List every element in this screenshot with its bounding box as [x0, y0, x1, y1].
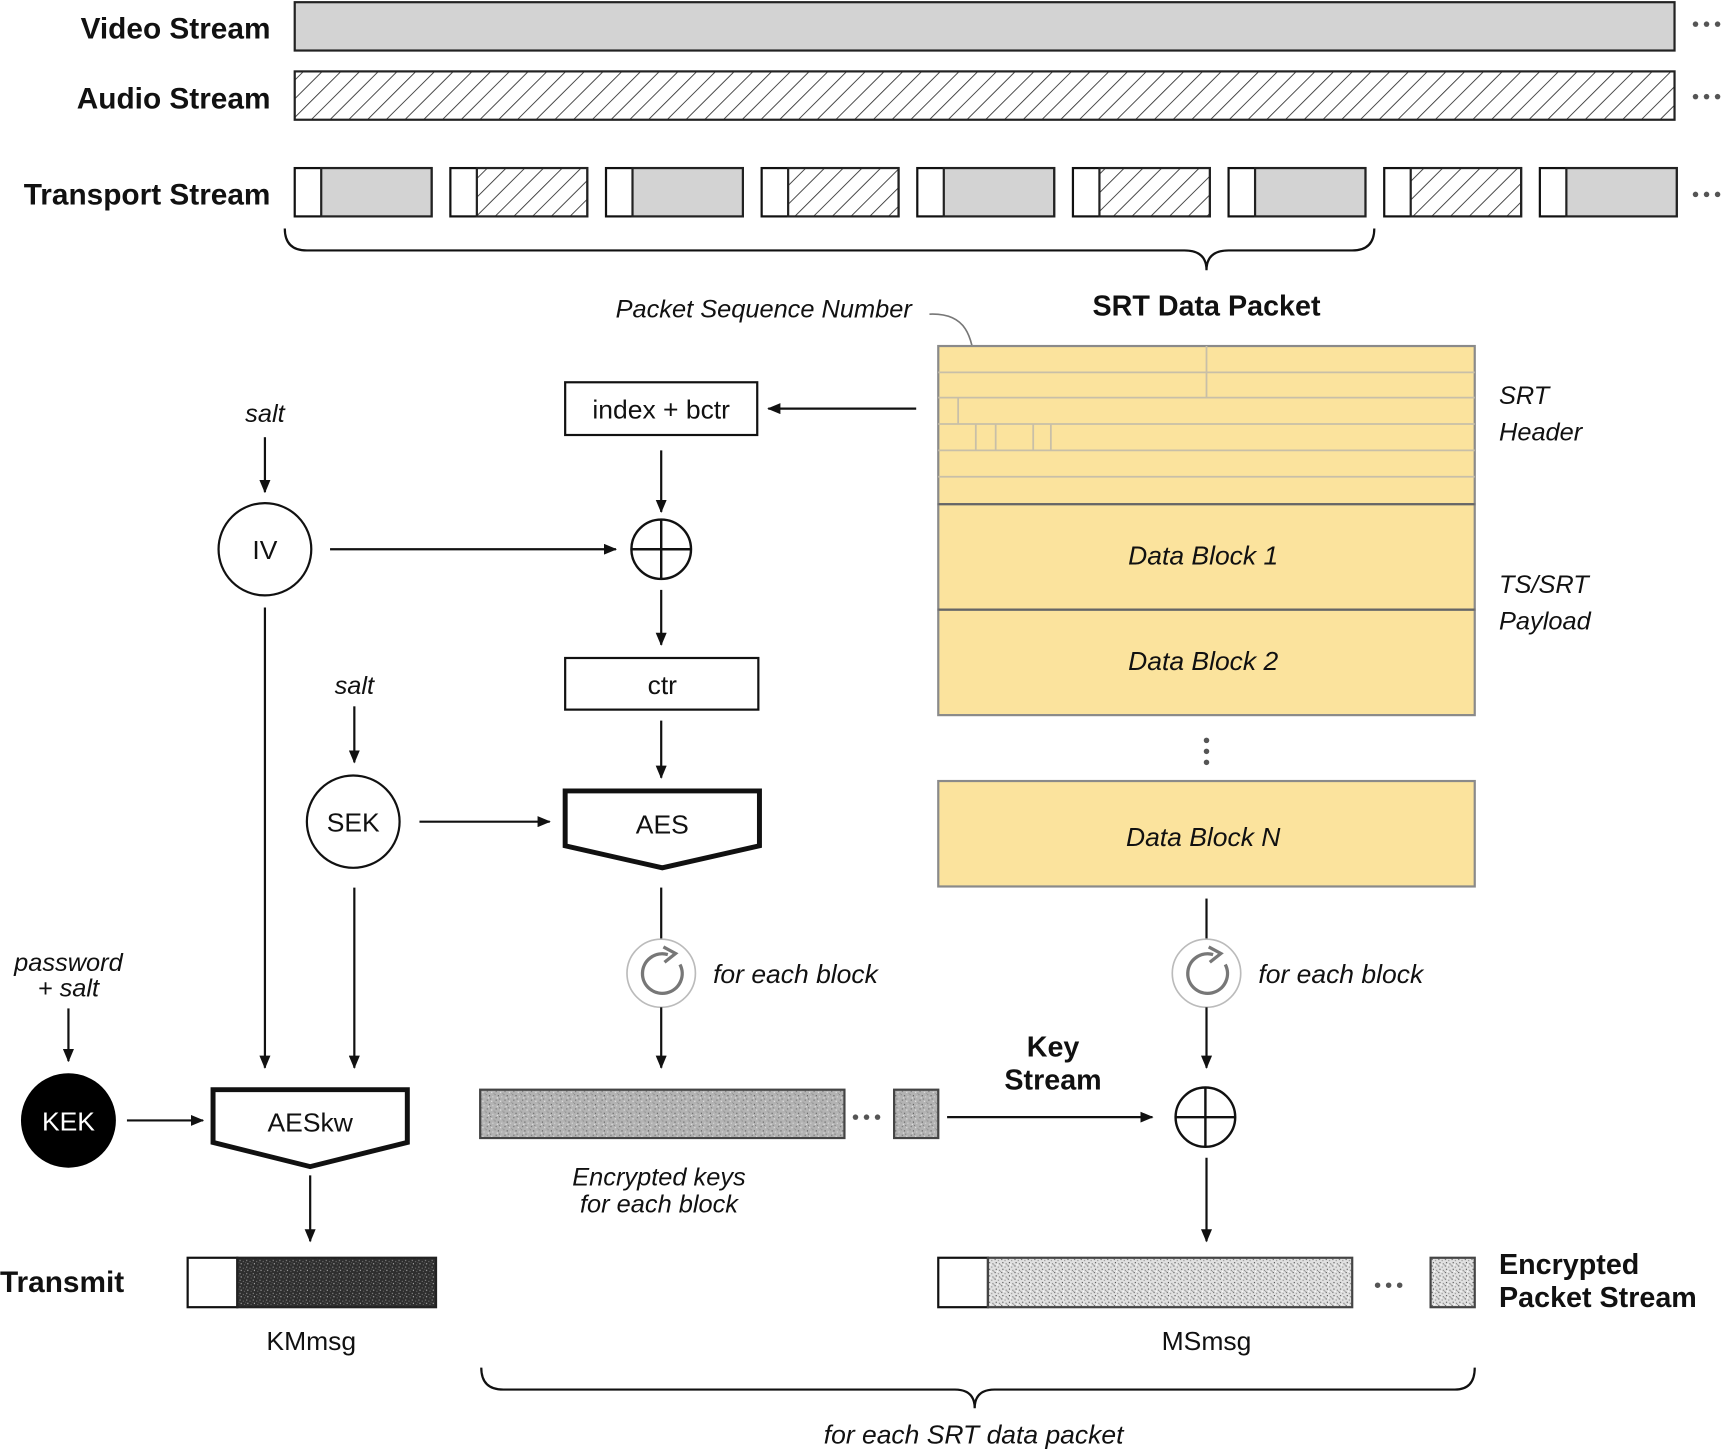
kek-node [20, 1073, 116, 1168]
iv-salt-label: salt [245, 400, 285, 428]
ellipsis-icon [1692, 191, 1721, 198]
key-stream-label: Key [1027, 1032, 1080, 1064]
kmmsg-label: KMmsg [266, 1326, 356, 1356]
aes-label: AES [636, 810, 689, 840]
srt-packet-brace [480, 1367, 1476, 1409]
audio-stream-bar [293, 70, 1676, 121]
index-bctr-box [564, 381, 759, 437]
key-stream-bar [479, 1088, 846, 1140]
payload-label: TS/SRT [1499, 571, 1590, 599]
ts-packet-video [293, 166, 433, 218]
index-bctr-label: index + bctr [592, 395, 730, 425]
msmsg-payload [986, 1256, 1354, 1309]
transport-stream-label: Transport Stream [24, 178, 271, 211]
for-each-block-label: for each block [713, 959, 880, 989]
ts-packet-video [916, 166, 1056, 218]
iv-label: IV [252, 535, 277, 565]
ts-packet-audio [449, 166, 589, 218]
ellipsis-icon [852, 1114, 881, 1120]
ts-packet-video [604, 166, 744, 218]
password-salt-label: password [13, 949, 124, 977]
transport-brace [283, 228, 1376, 271]
srt-header-label-2: Header [1499, 419, 1584, 447]
srt-data-packet-title: SRT Data Packet [1092, 290, 1321, 322]
encrypted-keys-label-2: for each block [580, 1191, 739, 1219]
ts-packet-audio [1383, 166, 1523, 218]
key-stream-last-block [893, 1088, 940, 1140]
xor-plus-icon [1174, 1086, 1237, 1149]
vertical-ellipsis-icon [1203, 737, 1210, 766]
ellipsis-icon [1692, 21, 1721, 27]
iv-node [217, 502, 313, 597]
ts-packet-audio [760, 166, 900, 218]
ellipsis-icon [1692, 93, 1721, 100]
transmit-label: Transmit [0, 1266, 124, 1299]
xor-plus-icon [630, 518, 693, 581]
refresh-icon [626, 938, 697, 1009]
data-block-2-label: Data Block 2 [1128, 646, 1278, 676]
srt-header-fields [938, 346, 1475, 478]
kek-label: KEK [42, 1106, 95, 1136]
payload-label-2: Payload [1499, 607, 1592, 635]
msmsg-header [937, 1256, 990, 1309]
key-stream-label-2: Stream [1004, 1065, 1101, 1097]
password-salt-label-2: + salt [38, 974, 100, 1002]
kmmsg-payload [236, 1256, 438, 1309]
ts-packet-video [1227, 166, 1367, 218]
sek-salt-label: salt [335, 672, 375, 700]
packet-sequence-number-label: Packet Sequence Number [616, 296, 914, 324]
aes-box [562, 788, 762, 871]
srt-header-label: SRT [1499, 382, 1551, 410]
audio-stream-label: Audio Stream [77, 83, 271, 116]
ts-packet-video [1538, 166, 1678, 218]
data-block-n-label: Data Block N [1126, 822, 1281, 852]
encrypted-keys-label: Encrypted keys [572, 1163, 746, 1191]
data-block-1 [937, 503, 1476, 611]
data-block-2 [937, 608, 1476, 717]
video-stream-label: Video Stream [81, 13, 271, 46]
refresh-icon [1171, 938, 1242, 1009]
aeskw-label: AESkw [268, 1107, 354, 1137]
ellipsis-icon [1374, 1282, 1403, 1288]
msmsg-last-block [1429, 1256, 1476, 1309]
kmmsg-header [186, 1256, 239, 1309]
sek-label: SEK [327, 808, 380, 838]
for-each-srt-packet-label: for each SRT data packet [824, 1419, 1125, 1449]
ctr-box [564, 656, 760, 711]
sek-node [305, 774, 401, 869]
data-block-1-label: Data Block 1 [1128, 541, 1278, 571]
encrypted-packet-stream-label: Encrypted [1499, 1249, 1639, 1281]
ctr-label: ctr [648, 670, 678, 700]
encrypted-packet-stream-label-2: Packet Stream [1499, 1282, 1697, 1314]
for-each-block-label-2: for each block [1258, 959, 1425, 989]
video-stream-bar [293, 1, 1676, 52]
msmsg-label: MSmsg [1162, 1326, 1252, 1356]
ts-packet-audio [1071, 166, 1211, 218]
transport-stream-packets [293, 166, 1678, 218]
data-block-n [937, 779, 1476, 888]
aeskw-box [210, 1087, 410, 1170]
